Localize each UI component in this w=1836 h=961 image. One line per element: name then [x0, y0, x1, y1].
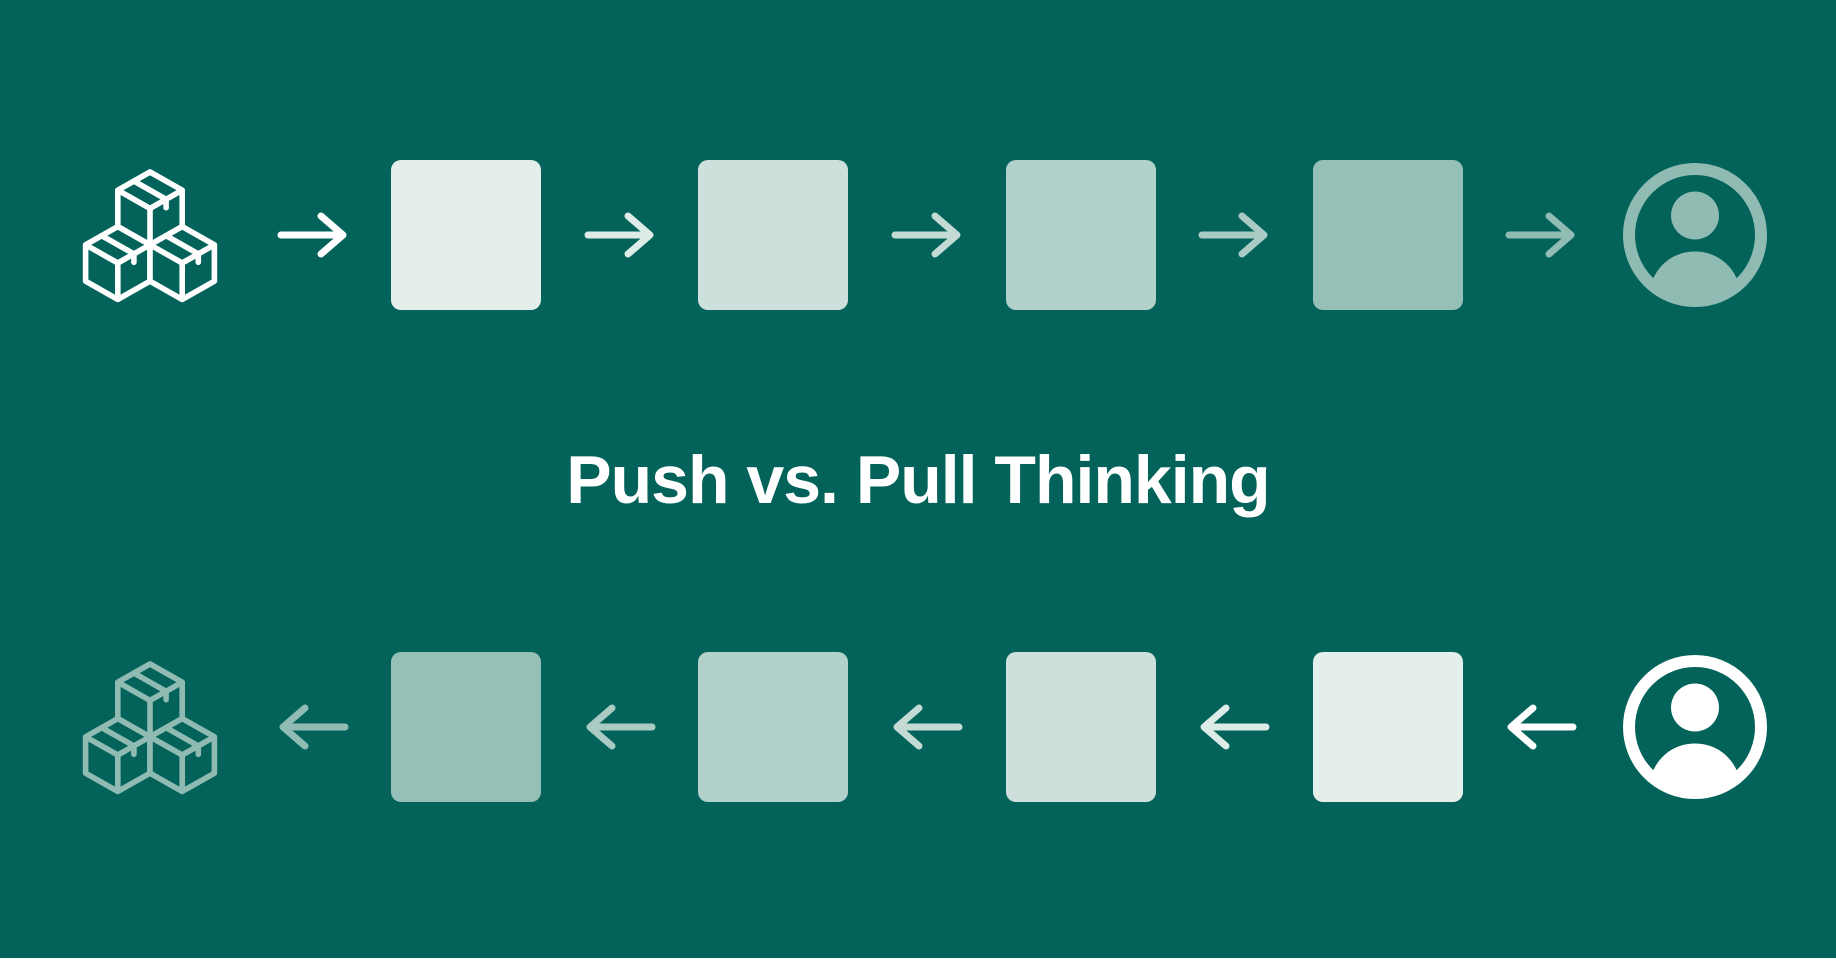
arrow-left-icon: [275, 699, 351, 755]
arrow-right-icon: [582, 207, 658, 263]
person-circle-icon: [1620, 652, 1770, 802]
arrow-left-icon: [1503, 699, 1579, 755]
process-step-square: [391, 160, 542, 310]
arrow-left-icon: [1196, 699, 1272, 755]
process-step-square: [698, 652, 849, 802]
arrow-left-icon: [582, 699, 658, 755]
arrow-right-icon: [889, 207, 965, 263]
pull-flow-row: [0, 643, 1836, 811]
arrow-right-icon: [1196, 207, 1272, 263]
diagram-title: Push vs. Pull Thinking: [566, 442, 1270, 518]
process-step-square: [1312, 652, 1463, 802]
arrow-left-icon: [889, 699, 965, 755]
process-step-square: [1005, 652, 1156, 802]
process-step-square: [698, 160, 849, 310]
boxes-stack-icon: [66, 643, 234, 811]
push-flow-row: [0, 151, 1836, 319]
bottom-edge-strip: [0, 958, 1836, 961]
arrow-right-icon: [275, 207, 351, 263]
arrow-right-icon: [1503, 207, 1579, 263]
person-circle-icon: [1620, 160, 1770, 310]
process-step-square: [1005, 160, 1156, 310]
process-step-square: [391, 652, 542, 802]
boxes-stack-icon: [66, 151, 234, 319]
process-step-square: [1312, 160, 1463, 310]
